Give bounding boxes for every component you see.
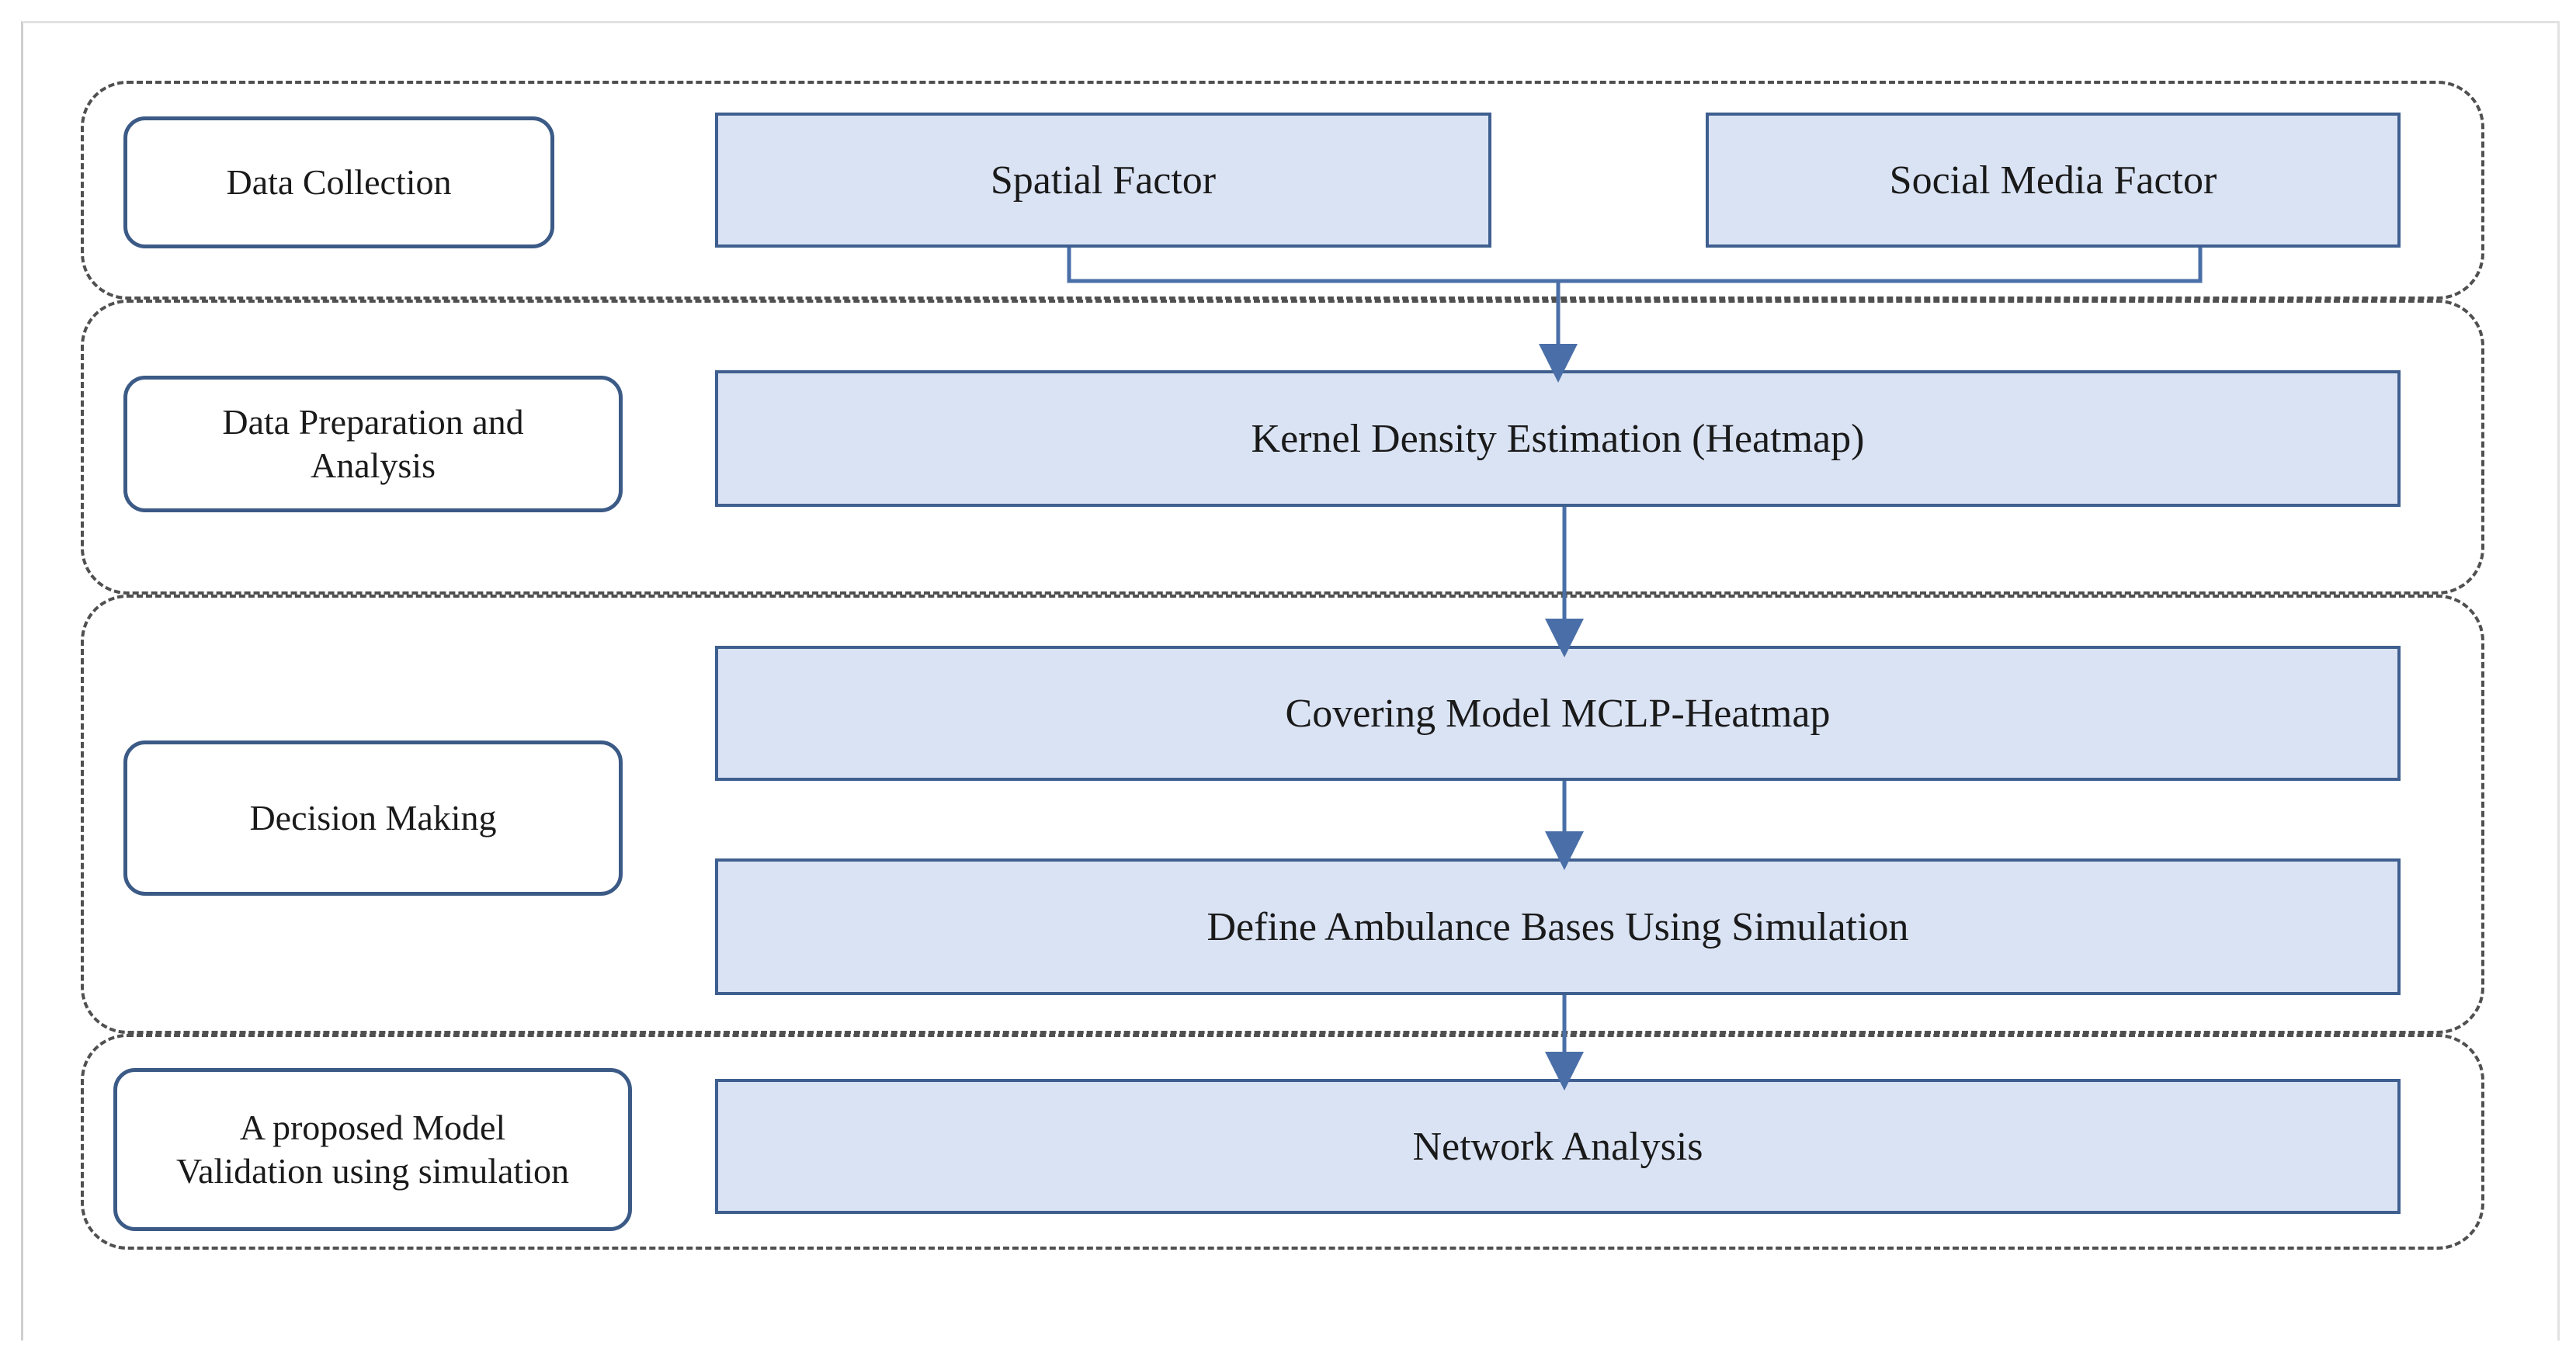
stage-label-data-collection: Data Collection	[123, 116, 554, 248]
spatial-factor-box: Spatial Factor	[715, 113, 1491, 248]
stage-decision-making	[81, 595, 2484, 1034]
stage-data-collection	[81, 81, 2484, 300]
stage-data-preparation	[81, 300, 2484, 595]
stage-label-decision-making: Decision Making	[123, 740, 623, 896]
covering-model-box: Covering Model MCLP-Heatmap	[715, 646, 2401, 781]
social-media-factor-box: Social Media Factor	[1706, 113, 2401, 248]
stage-validation	[81, 1034, 2484, 1250]
define-ambulance-bases-box: Define Ambulance Bases Using Simulation	[715, 858, 2401, 995]
figure-frame	[21, 21, 2560, 1340]
kernel-density-estimation-box: Kernel Density Estimation (Heatmap)	[715, 370, 2401, 507]
stage-label-data-preparation: Data Preparation and Analysis	[123, 376, 623, 512]
stage-label-validation: A proposed Model Validation using simula…	[113, 1068, 632, 1231]
network-analysis-box: Network Analysis	[715, 1079, 2401, 1214]
